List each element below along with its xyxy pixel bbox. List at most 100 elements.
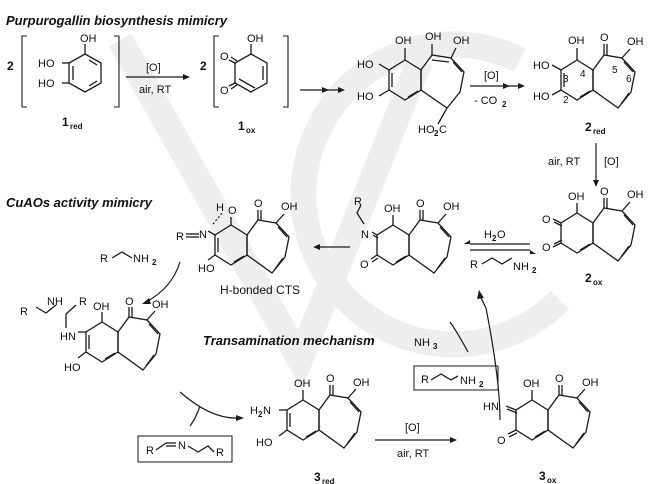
svg-text:R: R [470, 259, 478, 271]
svg-text:4: 4 [580, 69, 586, 80]
svg-text:HO: HO [38, 78, 55, 90]
label-1red: 1 red [62, 115, 83, 131]
molecule-1ox: OH O O [220, 33, 268, 97]
svg-text:O: O [125, 296, 134, 308]
label-2red: 2 red [585, 120, 606, 136]
arrow-multistep-1 [300, 87, 345, 93]
svg-text:R: R [354, 196, 362, 208]
svg-text:O: O [600, 32, 609, 44]
molecule-aminal-adduct: HN NH R R OH HO O OH [20, 296, 169, 374]
label-3ox: 3 ox [539, 469, 557, 484]
molecule-imine-intermediate: OH N O O OH R [354, 196, 460, 274]
svg-text:O: O [600, 186, 609, 198]
svg-text:O: O [542, 214, 551, 226]
svg-text:1: 1 [62, 115, 69, 129]
ammonia-byproduct: NH 3 [414, 321, 469, 353]
svg-text:[O]: [O] [146, 62, 161, 74]
svg-text:O: O [416, 198, 425, 210]
svg-text:H: H [484, 229, 492, 241]
molecule-3red: OH H 2 N HO O OH [250, 373, 370, 449]
svg-text:red: red [70, 122, 83, 131]
svg-text:red: red [322, 477, 335, 484]
label-2ox: 2 ox [585, 271, 603, 287]
svg-text:N: N [199, 229, 207, 241]
svg-text:H: H [250, 405, 258, 417]
svg-text:ox: ox [246, 126, 256, 135]
svg-text:R: R [146, 445, 154, 457]
svg-text:NH: NH [460, 375, 476, 387]
svg-text:ox: ox [593, 278, 603, 287]
svg-text:R: R [79, 296, 87, 308]
arrow-oxidation-1: [O] air, RT [126, 62, 190, 96]
svg-text:2: 2 [585, 271, 592, 285]
svg-text:OH: OH [443, 201, 460, 213]
svg-text:O: O [360, 259, 369, 271]
svg-text:6: 6 [626, 74, 632, 85]
svg-text:air, RT: air, RT [397, 448, 429, 460]
svg-text:R: R [176, 231, 184, 243]
svg-text:OH: OH [523, 378, 540, 390]
svg-text:R: R [100, 253, 108, 265]
amine-reagent-top: R NH 2 [470, 257, 537, 275]
arrow-cycle-return [477, 290, 501, 421]
svg-text:3: 3 [539, 469, 546, 483]
svg-text:NH: NH [133, 253, 149, 265]
caption-hbonded-cts: H-bonded CTS [220, 283, 300, 297]
svg-text:HO: HO [357, 91, 374, 103]
molecule-hbonded-cts: O H N R HO O OH [176, 198, 298, 275]
svg-text:2: 2 [492, 234, 497, 243]
svg-text:2: 2 [434, 129, 439, 138]
svg-text:O: O [220, 51, 229, 63]
svg-text:red: red [593, 127, 606, 136]
svg-text:OH: OH [353, 377, 370, 389]
svg-text:OH: OH [395, 35, 412, 47]
molecule-3ox: OH HN O O OH [483, 373, 599, 449]
heading-cuaos: CuAOs activity mimicry [6, 195, 153, 210]
svg-text:HO: HO [64, 362, 81, 374]
molecule-2ox: OH O O O OH [542, 186, 644, 262]
arrow-oxidation-3: [O] air, RT [375, 422, 457, 460]
svg-text:OH: OH [281, 201, 298, 213]
svg-text:- CO: - CO [474, 95, 498, 107]
amine-reagent-box: R NH 2 [413, 365, 499, 391]
svg-text:H: H [216, 202, 224, 214]
svg-text:O: O [542, 242, 551, 254]
svg-text:2: 2 [258, 410, 263, 419]
molecule-2red: OH HO HO O OH 3 4 5 6 2 [533, 32, 644, 109]
molecule-1red: OH HO HO [38, 33, 102, 93]
svg-text:OH: OH [627, 189, 644, 201]
imine-byproduct-box: R N R [137, 435, 233, 463]
svg-text:HO: HO [533, 60, 550, 72]
svg-text:O: O [326, 373, 335, 385]
bracket-1ox [213, 35, 289, 108]
svg-text:N: N [263, 405, 271, 417]
svg-text:OH: OH [152, 299, 169, 311]
svg-text:HO: HO [38, 58, 55, 70]
svg-text:OH: OH [568, 191, 585, 203]
svg-text:HO: HO [418, 124, 435, 136]
svg-text:air, RT: air, RT [139, 84, 171, 96]
svg-text:2: 2 [563, 95, 569, 106]
stoich-2-a: 2 [7, 59, 14, 73]
svg-text:O: O [254, 198, 263, 210]
amine-reagent-left: R NH 2 [100, 251, 157, 267]
molecule-dimer-intermediate: OH HO HO OH OH HO 2 C [357, 31, 470, 138]
svg-text:C: C [439, 124, 447, 136]
arrow-decarboxylation: [O] - CO 2 [470, 70, 525, 109]
svg-text:HO: HO [357, 59, 374, 71]
label-3red: 3 red [314, 470, 335, 484]
label-1ox: 1 ox [238, 119, 256, 135]
svg-text:OH: OH [453, 35, 470, 47]
equilibrium-arrows: H 2 O [464, 229, 536, 254]
svg-text:O: O [228, 205, 237, 217]
svg-text:O: O [220, 85, 229, 97]
svg-text:OH: OH [294, 378, 311, 390]
svg-text:1: 1 [238, 119, 245, 133]
svg-text:R: R [421, 374, 429, 386]
svg-text:O: O [497, 435, 506, 447]
svg-text:HN: HN [60, 331, 76, 343]
svg-text:2: 2 [502, 100, 507, 109]
svg-text:NH: NH [513, 261, 529, 273]
arrow-to-cts [313, 244, 350, 250]
